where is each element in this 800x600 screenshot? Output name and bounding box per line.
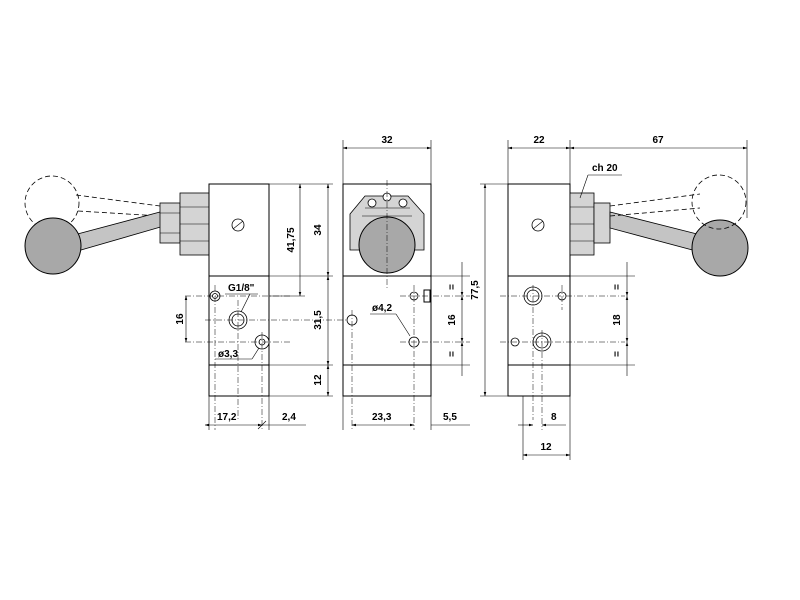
right-lever-handle	[569, 192, 749, 277]
dim-right-eq-bottom: =	[612, 351, 623, 357]
dim-left-34: 34	[313, 224, 324, 236]
dim-left-2-4: 2,4	[282, 412, 296, 423]
port-label-g18: G1/8"	[228, 283, 255, 294]
dim-left-31-5: 31,5	[313, 310, 324, 330]
dim-right-8: 8	[551, 412, 557, 423]
dim-center-5-5: 5,5	[443, 412, 457, 423]
dim-left-12: 12	[313, 374, 324, 386]
right-valve-body	[507, 183, 571, 397]
dim-center-23-3: 23,3	[372, 412, 392, 423]
dim-center-16: 16	[447, 314, 458, 326]
hole-dia-3-3: ø3,3	[218, 349, 238, 360]
right-ghost-lever	[609, 174, 747, 230]
dim-left-17-2: 17,2	[217, 412, 237, 423]
dim-left-41-75: 41,75	[286, 227, 297, 252]
wrench-size-ch20: ch 20	[592, 163, 618, 174]
dim-center-eq-top: =	[447, 284, 458, 290]
center-view: 32 ø4,2 = 16 = 23,3 5,5	[342, 135, 470, 430]
dim-right-22: 22	[533, 135, 545, 146]
right-view: 22 67 ch 20 77,5 = 18 = 8 12	[470, 135, 749, 460]
dim-left-16: 16	[175, 313, 186, 325]
dim-right-eq-top: =	[612, 284, 623, 290]
dim-right-18: 18	[612, 314, 623, 326]
dim-right-67: 67	[652, 135, 664, 146]
dim-center-32: 32	[381, 135, 393, 146]
dim-center-eq-bottom: =	[447, 351, 458, 357]
right-dimensions	[480, 140, 748, 460]
left-lever-knob	[24, 217, 82, 275]
dim-right-12: 12	[540, 442, 552, 453]
dim-right-77-5: 77,5	[470, 280, 481, 300]
hole-dia-4-2: ø4,2	[372, 303, 392, 314]
right-lever-knob	[691, 219, 749, 277]
left-lever-handle	[24, 192, 210, 275]
left-dimensions	[184, 183, 333, 430]
left-view: 34 41,75 G1/8" 16 31,5 ø3,3 12 17,2 2,4	[24, 175, 350, 430]
center-dimensions	[342, 140, 470, 430]
center-valve-body	[342, 183, 432, 397]
